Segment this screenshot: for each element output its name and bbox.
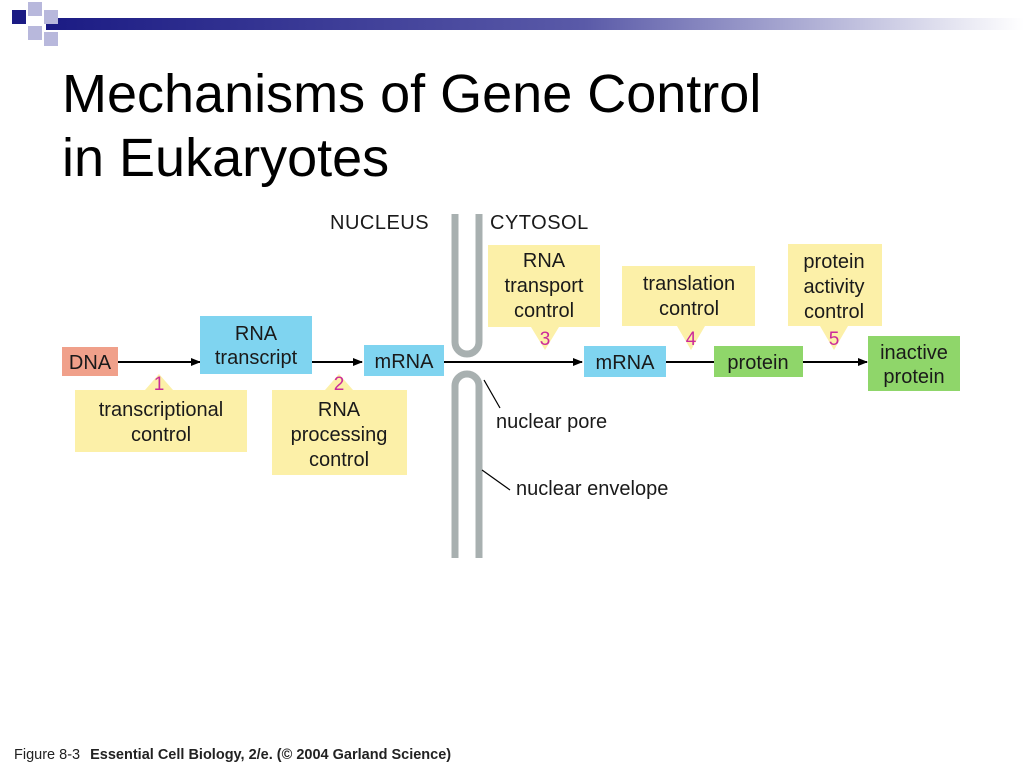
control-5-line1: protein	[803, 251, 864, 273]
mrna-nucleus-label: mRNA	[375, 351, 435, 373]
rna-transcript-box: RNA transcript	[200, 316, 312, 374]
control-1-line1: transcriptional	[99, 399, 224, 421]
inactive-protein-label-line2: protein	[883, 366, 944, 388]
control-3-line1: RNA	[523, 250, 566, 272]
nuclear-pore-label: nuclear pore	[496, 411, 607, 433]
figure-caption: Figure 8-3 Essential Cell Biology, 2/e. …	[14, 747, 451, 763]
control-4-line1: translation	[643, 273, 735, 295]
control-2-line1: RNA	[318, 399, 361, 421]
cytosol-label: CYTOSOL	[490, 212, 589, 234]
mrna-nucleus-box: mRNA	[364, 345, 444, 376]
dna-box: DNA	[62, 347, 118, 376]
control-number-3: 3	[540, 329, 551, 350]
deco-square	[12, 10, 26, 24]
nucleus-label: NUCLEUS	[330, 212, 429, 234]
title-line-1: Mechanisms of Gene Control	[62, 64, 762, 124]
control-number-5: 5	[829, 329, 840, 350]
protein-box: protein	[714, 346, 803, 377]
title-line-2: in Eukaryotes	[62, 128, 390, 188]
control-callout-5	[788, 244, 882, 350]
deco-square	[44, 10, 58, 24]
inactive-protein-box: inactive protein	[868, 336, 960, 391]
control-3-line3: control	[514, 300, 574, 322]
deco-square	[44, 32, 58, 46]
control-2-line3: control	[309, 449, 369, 471]
control-callout-3	[488, 245, 600, 350]
slide-title: Mechanisms of Gene Control in Eukaryotes	[62, 62, 761, 190]
mrna-cytosol-box: mRNA	[584, 346, 666, 377]
control-number-4: 4	[686, 329, 697, 350]
rna-transcript-label-line2: transcript	[215, 347, 298, 369]
control-callout-1	[75, 374, 247, 452]
nuclear-envelope-leader	[481, 469, 511, 491]
control-5-line2: activity	[803, 276, 864, 298]
control-number-2: 2	[334, 374, 345, 395]
control-number-1: 1	[154, 374, 165, 395]
dna-label: DNA	[69, 352, 112, 374]
control-1-line2: control	[131, 424, 191, 446]
protein-label: protein	[727, 352, 788, 374]
mrna-cytosol-label: mRNA	[596, 352, 656, 374]
deco-square	[28, 2, 42, 16]
control-callout-4	[622, 266, 755, 350]
control-3-line2: transport	[505, 275, 584, 297]
caption-figure-number: Figure 8-3	[14, 747, 81, 763]
caption-source: Essential Cell Biology, 2/e. (© 2004 Gar…	[90, 747, 452, 763]
deco-square	[28, 26, 42, 40]
title-decoration	[12, 2, 1024, 46]
control-4-line2: control	[659, 298, 719, 320]
rna-transcript-label-line1: RNA	[235, 323, 278, 345]
control-5-line3: control	[804, 301, 864, 323]
nuclear-pore-leader	[483, 379, 501, 409]
control-2-line2: processing	[291, 424, 388, 446]
control-callout-2	[272, 374, 407, 475]
nuclear-envelope-label: nuclear envelope	[516, 478, 668, 500]
nuclear-envelope	[451, 214, 483, 558]
inactive-protein-label-line1: inactive	[880, 342, 948, 364]
title-gradient-bar	[46, 18, 1024, 30]
